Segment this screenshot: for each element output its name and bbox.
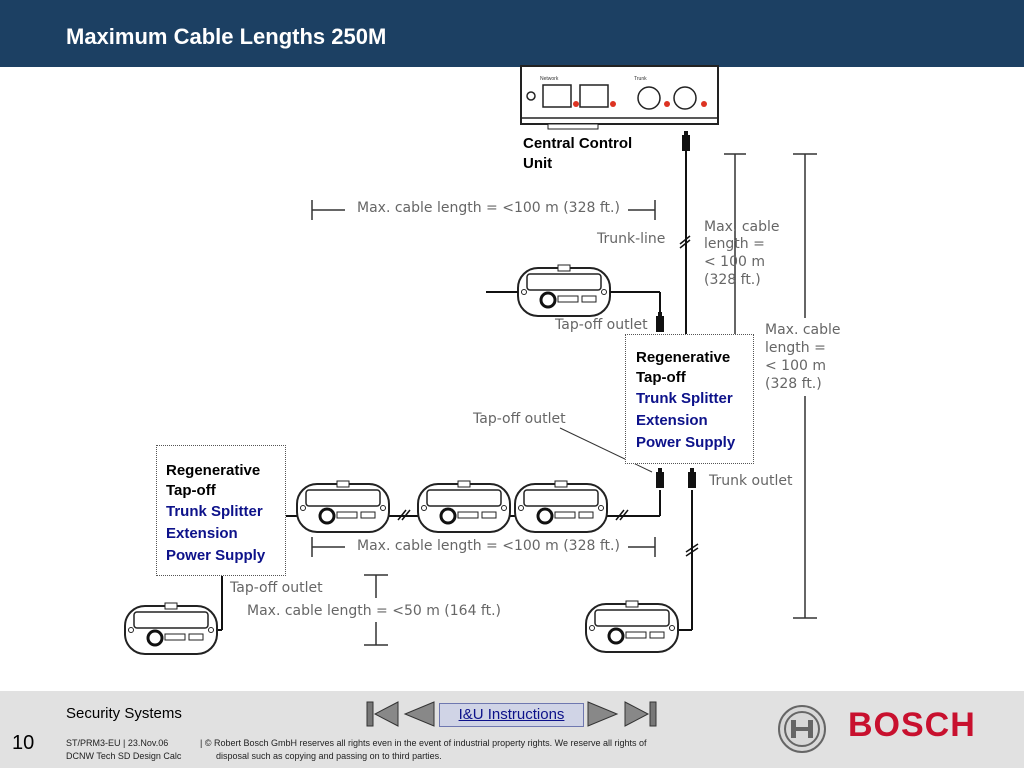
first-page-icon[interactable] xyxy=(366,700,400,728)
previous-icon[interactable] xyxy=(402,700,436,728)
top-max-length: Max. cable length = <100 m (328 ft.) xyxy=(357,200,620,216)
left-box-trunk-splitter: Trunk Splitter xyxy=(166,503,263,520)
right-box-trunk-splitter: Trunk Splitter xyxy=(636,390,733,407)
page-title: Maximum Cable Lengths 250M xyxy=(66,24,387,49)
left-tapoff-box: Regenerative Tap-off Trunk Splitter Exte… xyxy=(156,445,286,576)
iu-instructions-link[interactable]: I&U Instructions xyxy=(439,703,584,727)
bosch-logo-text: BOSCH xyxy=(848,706,976,744)
copyright-line2: disposal such as copying and passing on … xyxy=(216,751,442,761)
last-page-icon[interactable] xyxy=(623,700,657,728)
lower-right-unit xyxy=(584,599,680,654)
upper-tapoff-connector xyxy=(656,312,664,332)
mid-max-length: Max. cable length = <100 m (328 ft.) xyxy=(357,538,620,554)
bosch-armature-icon xyxy=(778,705,826,753)
short-max-length: Max. cable length = <50 m (164 ft.) xyxy=(247,603,501,619)
right-max-line4: (328 ft.) xyxy=(765,376,822,392)
left-box-power-supply: Power Supply xyxy=(166,547,266,564)
chain-unit-3 xyxy=(513,479,609,534)
trunk-max-line3: < 100 m xyxy=(704,254,765,270)
left-box-extension: Extension xyxy=(166,525,238,542)
tapoff-outlet-upper: Tap-off outlet xyxy=(554,317,648,333)
central-control-unit: Network Trunk xyxy=(520,65,719,130)
right-box-line2: Tap-off xyxy=(636,369,686,386)
right-max-line1: Max. cable xyxy=(765,322,841,338)
tapoff-outlet-middle: Tap-off outlet xyxy=(472,411,566,427)
right-box-power-supply: Power Supply xyxy=(636,434,736,451)
left-box-line2: Tap-off xyxy=(166,482,216,499)
right-tapoff-box: Regenerative Tap-off Trunk Splitter Exte… xyxy=(625,334,754,464)
copyright: | © Robert Bosch GmbH reserves all right… xyxy=(200,737,710,763)
ccu-trunk-connector xyxy=(682,131,690,151)
trunk-max-line2: length = xyxy=(704,236,765,252)
ccu-label: Central Control Unit xyxy=(523,134,632,174)
lower-tapoff-connector xyxy=(656,468,664,488)
right-box-line1: Regenerative xyxy=(636,349,731,366)
ccu-label-line1: Central Control xyxy=(523,135,633,152)
doc-info-line1: ST/PRM3-EU | 23.Nov.06 xyxy=(66,738,169,748)
trunk-connector-label: Trunk xyxy=(634,76,647,82)
trunk-line-label: Trunk-line xyxy=(596,231,665,247)
lower-left-unit xyxy=(123,601,219,656)
title-bar xyxy=(0,0,1024,67)
trunk-outlet-connector xyxy=(688,468,696,488)
doc-info-line2: DCNW Tech SD Design Calc xyxy=(66,751,182,761)
ccu-label-line2: Unit xyxy=(523,155,553,172)
trunk-outlet-label: Trunk outlet xyxy=(708,473,793,489)
right-max-line3: < 100 m xyxy=(765,358,826,374)
tapoff-outlet-lower: Tap-off outlet xyxy=(229,580,323,596)
right-max-line2: length = xyxy=(765,340,826,356)
trunk-max-line4: (328 ft.) xyxy=(704,272,761,288)
network-connector-label: Network xyxy=(540,76,559,82)
page-number: 10 xyxy=(12,732,35,754)
upper-delegate-unit xyxy=(516,263,612,318)
next-icon[interactable] xyxy=(586,700,620,728)
trunk-max-line1: Max. cable xyxy=(704,219,780,235)
chain-unit-2 xyxy=(416,479,512,534)
copyright-line1: | © Robert Bosch GmbH reserves all right… xyxy=(200,738,647,748)
footer-section: Security Systems xyxy=(66,705,182,722)
chain-unit-1 xyxy=(295,479,391,534)
right-box-extension: Extension xyxy=(636,412,708,429)
doc-info: ST/PRM3-EU | 23.Nov.06 DCNW Tech SD Desi… xyxy=(66,737,181,763)
left-box-line1: Regenerative xyxy=(166,462,261,479)
